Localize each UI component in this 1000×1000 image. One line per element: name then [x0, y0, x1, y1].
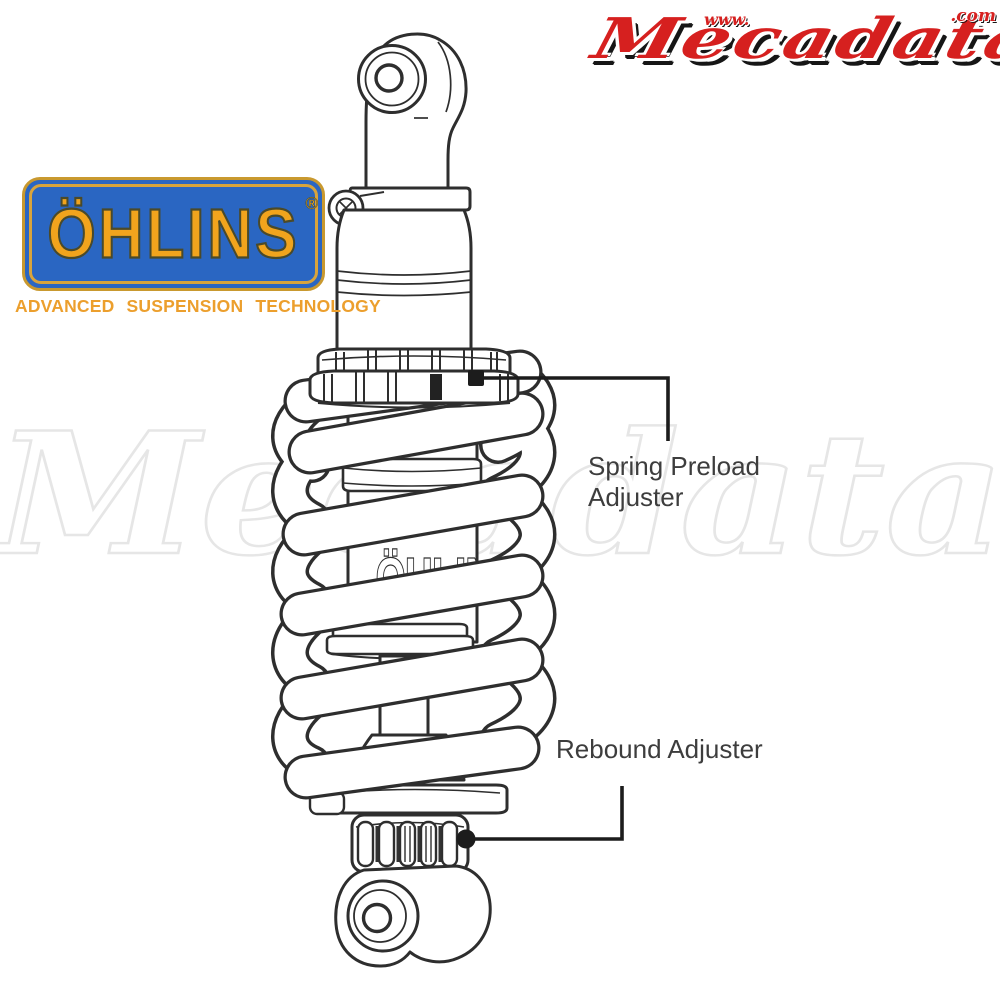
mecadata-script: Mecadata [585, 6, 1000, 72]
rebound-knob [350, 813, 470, 874]
ohlins-logotype: ÖHLINS [46, 194, 300, 274]
rebound-label: Rebound Adjuster [556, 734, 763, 764]
bottom-eyelet [334, 864, 492, 968]
mecadata-logo: Mecadata www. .com [586, 4, 1000, 78]
preload-callout-line [484, 376, 670, 441]
preload-callout-dot [468, 370, 484, 386]
mecadata-com: .com [950, 6, 996, 26]
ohlins-tagline: ADVANCED SUSPENSION TECHNOLOGY [15, 296, 381, 316]
top-eyelet [357, 32, 468, 194]
mecadata-www: www. [704, 10, 750, 29]
upper-body [327, 186, 473, 351]
spring-preload-label-line1: Spring Preload [588, 451, 760, 481]
rebound-callout: Rebound Adjuster [456, 734, 763, 849]
ohlins-logo-inner-border: ÖHLINS [29, 184, 318, 284]
preload-callout: Spring Preload Adjuster [468, 370, 760, 512]
rebound-callout-line [466, 786, 624, 841]
ohlins-logo-box: ÖHLINS ® [22, 177, 325, 291]
spring-preload-label-line2: Adjuster [588, 482, 684, 512]
registered-trademark-icon: ® [305, 194, 318, 214]
preload-collar [308, 347, 520, 409]
